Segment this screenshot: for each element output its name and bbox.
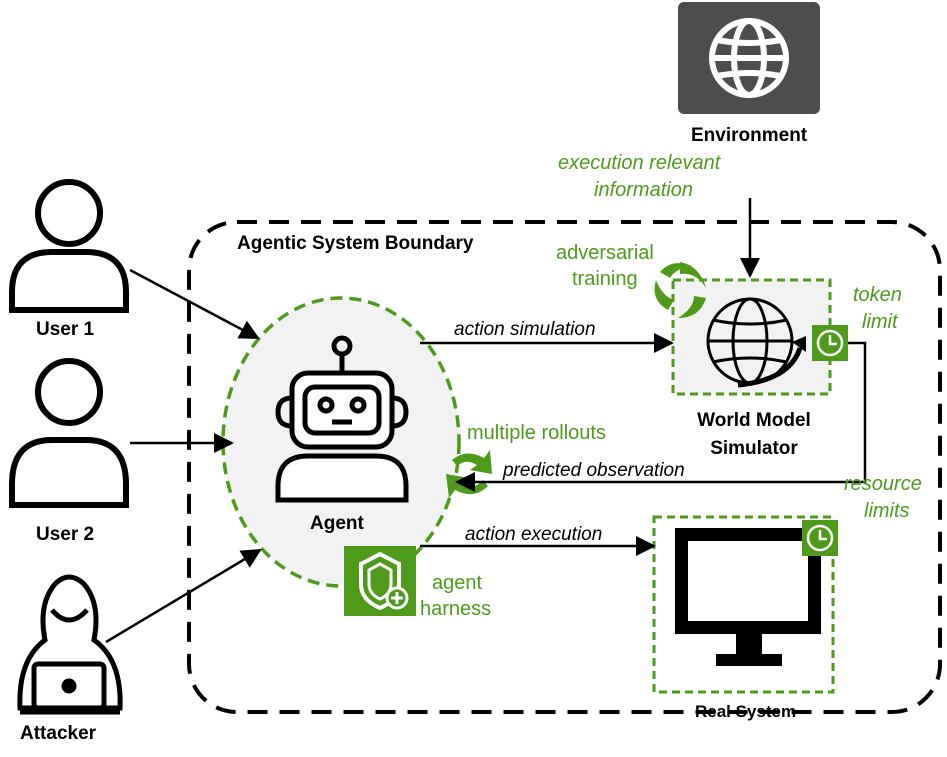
token-label-2: limit	[862, 311, 898, 333]
shield-plus-icon	[344, 546, 416, 616]
action-simulation-label: action simulation	[454, 319, 596, 340]
monitor-icon	[675, 528, 821, 666]
world-model-label-1: World Model	[697, 410, 811, 431]
agent-harness-label-2: harness	[420, 598, 492, 620]
environment-box	[678, 2, 820, 114]
agent-label: Agent	[310, 513, 364, 534]
system-boundary	[187, 220, 942, 714]
environment-label: Environment	[691, 125, 808, 146]
real-system-label: Real System	[695, 702, 797, 721]
agent-harness-label-1: agent	[432, 572, 483, 594]
globe-icon	[706, 297, 806, 388]
globe-icon	[709, 18, 789, 98]
adversarial-label-1: adversarial	[556, 242, 654, 264]
boundary-label: Agentic System Boundary	[237, 233, 474, 254]
info-label-1: execution relevant	[558, 152, 721, 174]
user-icon	[9, 179, 129, 313]
arrow-attacker-agent	[105, 548, 262, 644]
user1-label: User 1	[36, 319, 95, 340]
clock-icon	[802, 520, 838, 556]
resource-label-1: resource	[844, 473, 922, 495]
clock-icon	[812, 325, 848, 361]
resource-label-2: limits	[864, 500, 910, 522]
arrow-predicted-observation	[455, 341, 867, 492]
multiple-rollouts-label: multiple rollouts	[467, 422, 606, 444]
attacker-label: Attacker	[20, 723, 97, 744]
arrow-user1-agent	[129, 268, 260, 340]
world-model-label-2: Simulator	[710, 438, 798, 459]
adversarial-label-2: training	[572, 268, 638, 290]
real-system-box	[652, 515, 835, 694]
token-label-1: token	[853, 284, 902, 306]
action-execution-label: action execution	[465, 524, 603, 545]
spiral-icon	[654, 262, 706, 318]
attacker-icon	[17, 574, 123, 715]
user-icon	[9, 358, 129, 508]
info-label-2: information	[594, 179, 693, 201]
predicted-observation-label: predicted observation	[503, 460, 685, 481]
robot-icon	[275, 335, 409, 503]
user2-label: User 2	[36, 524, 95, 545]
